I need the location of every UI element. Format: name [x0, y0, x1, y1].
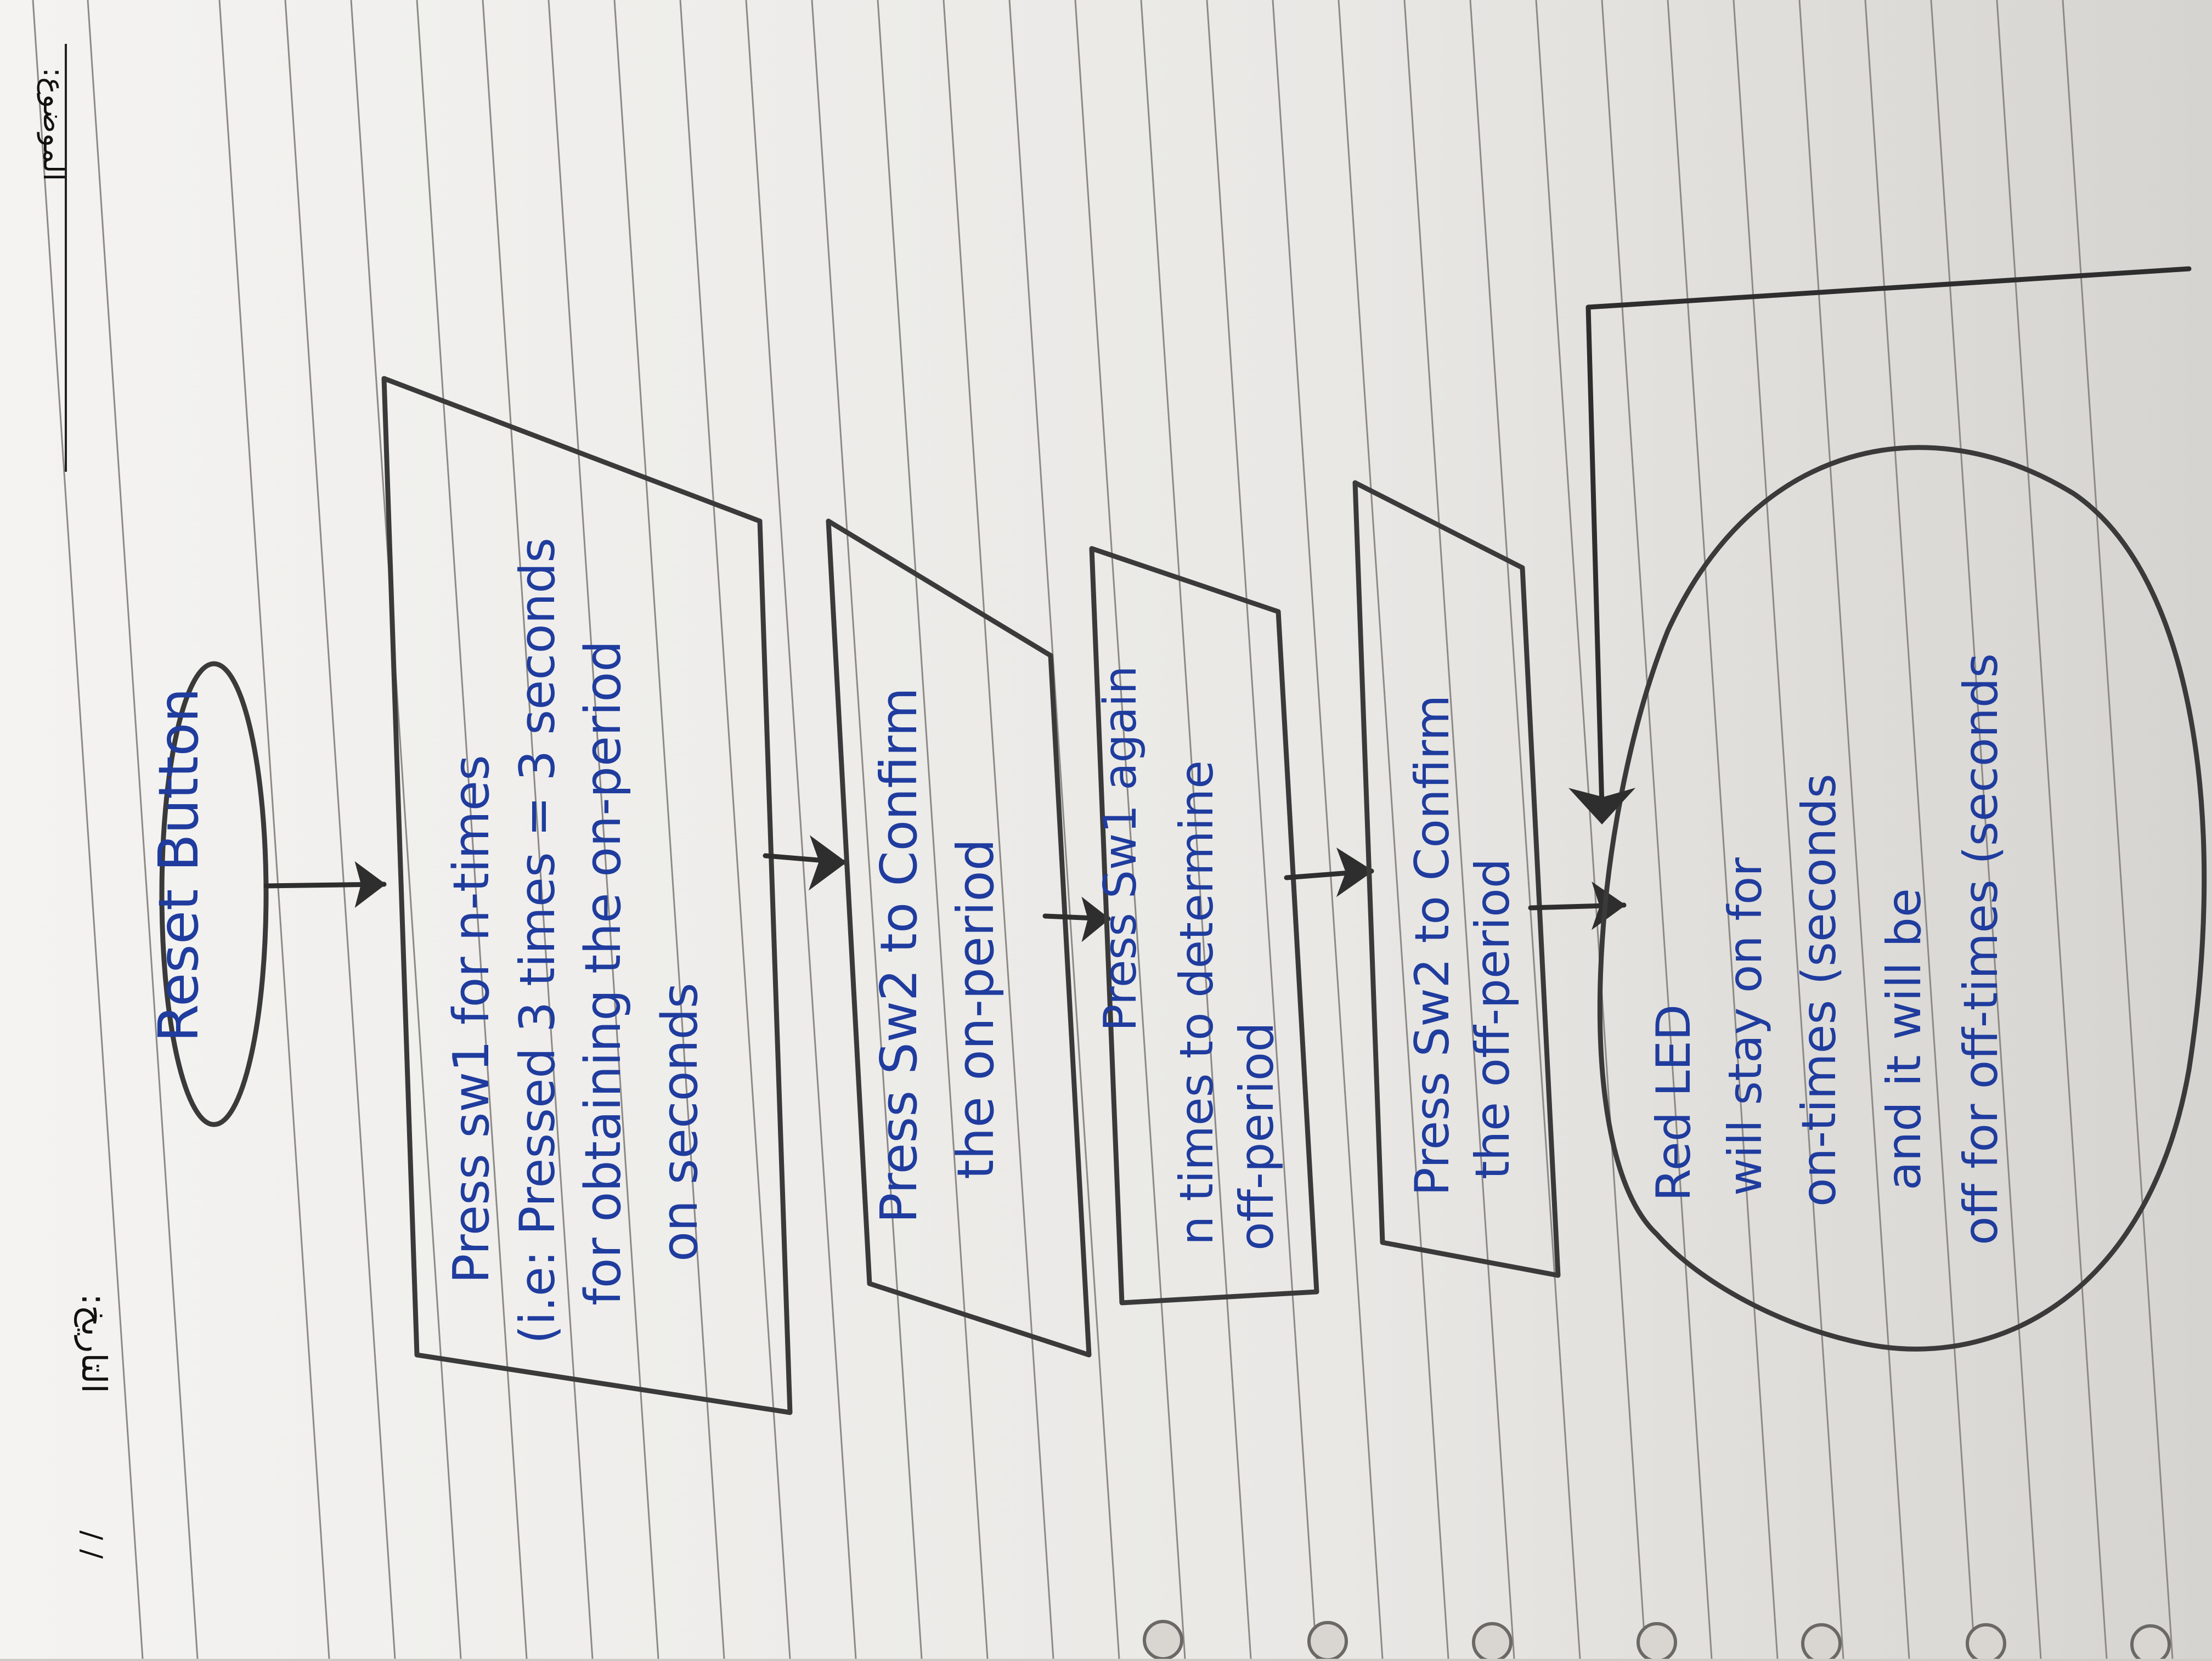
- svg-text:/ /: / /: [75, 1530, 108, 1559]
- step3-input-box: [1089, 546, 1319, 1306]
- svg-text:on seconds: on seconds: [651, 982, 709, 1262]
- date-label: التاريخ:: [74, 1293, 114, 1393]
- arrow-step3-to-step4-head: [1336, 848, 1374, 897]
- step2-input-box: [826, 518, 1092, 1358]
- loop-back-line: [1585, 266, 2192, 809]
- svg-text:الموضوع:: الموضوع:: [37, 67, 70, 181]
- step4-input-box: [1352, 480, 1561, 1278]
- svg-text:Press Sw2 to Confirm: Press Sw2 to Confirm: [870, 687, 928, 1223]
- start-label: Reset Button: [146, 688, 211, 1042]
- step1-input-box: [381, 376, 793, 1415]
- arrow-start-to-step1-head: [354, 861, 386, 908]
- svg-text:will stay on for: will stay on for: [1718, 857, 1772, 1196]
- svg-text:Reset Button: Reset Button: [146, 688, 211, 1042]
- svg-text:off-period: off-period: [1229, 1022, 1284, 1251]
- arrow-step1-to-step2-head: [808, 835, 847, 891]
- end-text: Red LED will stay on for on-times (secon…: [1646, 653, 2008, 1245]
- step4-text: Press Sw2 to Confirm the off-period: [1405, 695, 1520, 1196]
- svg-text:and it will be: and it will be: [1877, 888, 1932, 1190]
- svg-text:n times to determine: n times to determine: [1170, 760, 1223, 1245]
- svg-text:the on-period: the on-period: [946, 839, 1005, 1179]
- subject-label: الموضوع:: [37, 67, 70, 181]
- loop-back-arrowhead: [1568, 788, 1636, 824]
- step2-text: Press Sw2 to Confirm the on-period: [870, 687, 1005, 1223]
- svg-text:the off-period: the off-period: [1465, 858, 1520, 1179]
- svg-text:Red LED: Red LED: [1646, 1004, 1701, 1201]
- arrow-step2-to-step3-head: [1081, 896, 1110, 942]
- ruled-lines: [32, 0, 2174, 1659]
- svg-text:(i.e: Pressed 3 times = 3 seco: (i.e: Pressed 3 times = 3 seconds: [509, 538, 566, 1344]
- svg-text:Press Sw2 to Confirm: Press Sw2 to Confirm: [1405, 695, 1460, 1196]
- svg-text:Press Sw1 again: Press Sw1 again: [1094, 665, 1147, 1031]
- start-terminator: [159, 661, 269, 1127]
- step1-text: Press sw1 for n-times (i.e: Pressed 3 ti…: [443, 538, 709, 1344]
- end-terminator: [1597, 445, 2207, 1352]
- spiral-binding: [1143, 1620, 2171, 1661]
- date-slashes: / /: [75, 1530, 108, 1559]
- svg-text:on-times (seconds: on-times (seconds: [1792, 773, 1847, 1207]
- step3-text: Press Sw1 again n times to determine off…: [1094, 665, 1284, 1251]
- svg-text:for obtaining the on-period: for obtaining the on-period: [574, 641, 632, 1306]
- svg-text:التاريخ:: التاريخ:: [74, 1293, 114, 1393]
- svg-text:off for off-times (seconds: off for off-times (seconds: [1954, 653, 2008, 1245]
- svg-text:Press sw1 for n-times: Press sw1 for n-times: [443, 755, 500, 1284]
